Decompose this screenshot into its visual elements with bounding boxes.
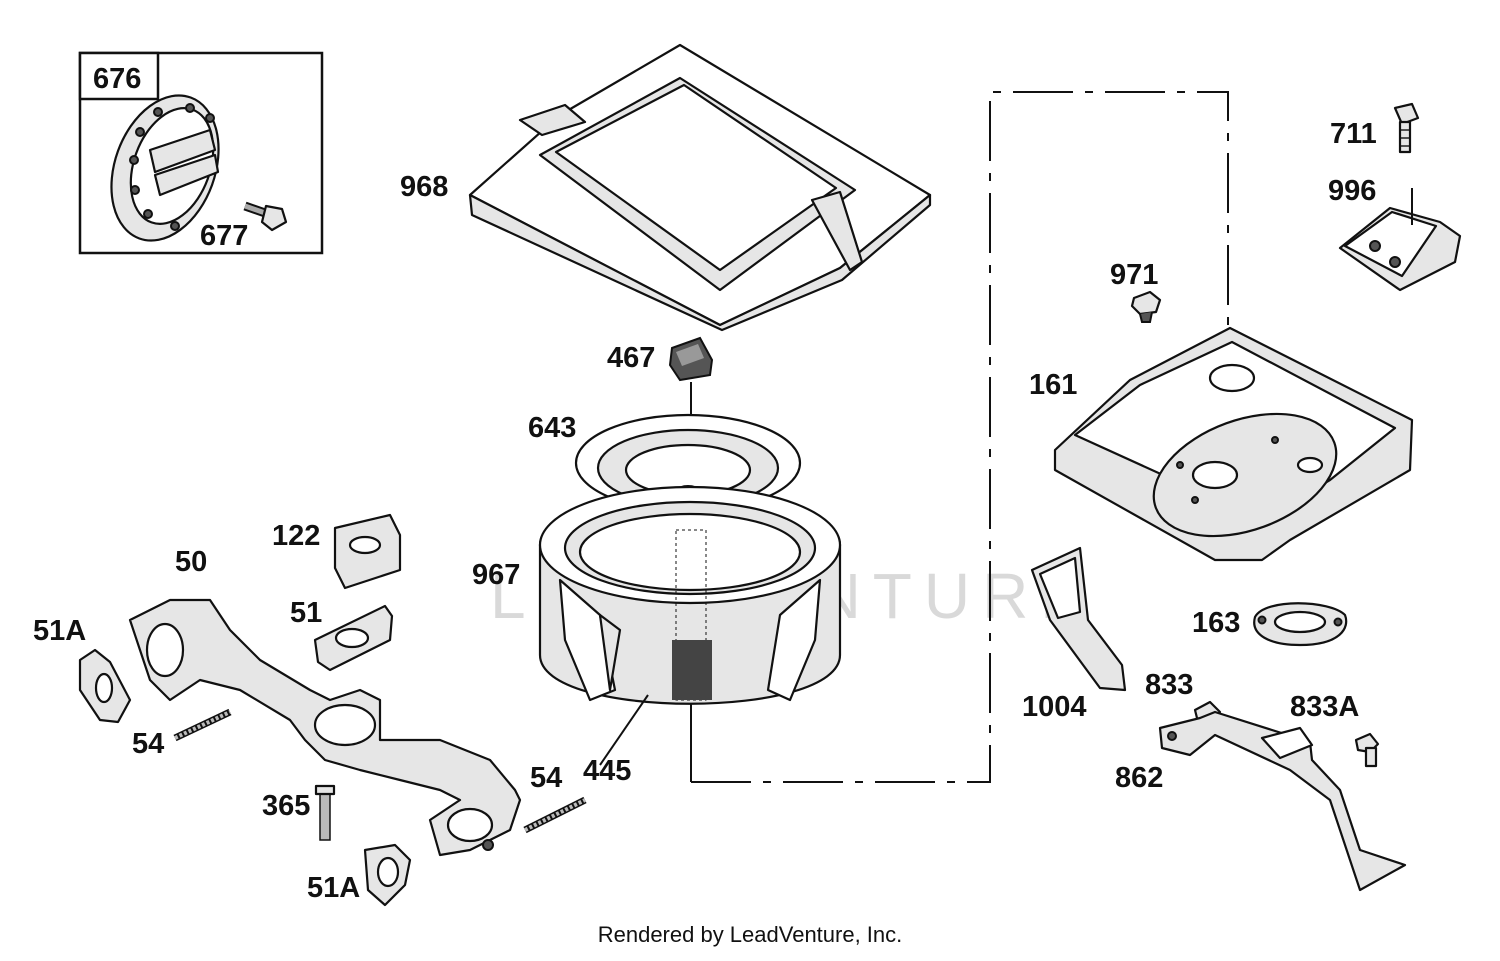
- part-365-screw[interactable]: [314, 784, 336, 841]
- label-51: 51: [290, 597, 322, 629]
- label-54-right: 54: [530, 762, 562, 794]
- part-54-stud-left[interactable]: [173, 708, 232, 742]
- part-467-wingnut[interactable]: [668, 336, 714, 382]
- label-50: 50: [175, 546, 207, 578]
- label-163: 163: [1192, 607, 1240, 639]
- label-467: 467: [607, 342, 655, 374]
- label-51a-bottom: 51A: [307, 872, 360, 904]
- label-862: 862: [1115, 762, 1163, 794]
- part-971-nut[interactable]: [1130, 290, 1162, 323]
- label-365: 365: [262, 790, 310, 822]
- part-677-bolt[interactable]: [243, 201, 288, 232]
- inset-box-676: [78, 51, 324, 255]
- part-967-precleaner[interactable]: [538, 485, 842, 705]
- part-643-plate[interactable]: [574, 413, 802, 513]
- part-161-base[interactable]: [1053, 326, 1414, 562]
- label-968: 968: [400, 171, 448, 203]
- footer-credit: Rendered by LeadVenture, Inc.: [597, 922, 903, 947]
- part-122-spacer[interactable]: [333, 513, 402, 590]
- part-862-bracket[interactable]: [1158, 710, 1407, 892]
- label-833: 833: [1145, 669, 1193, 701]
- part-51a-gasket-top[interactable]: [78, 648, 132, 724]
- part-676-flange[interactable]: [92, 80, 237, 255]
- label-971: 971: [1110, 259, 1158, 291]
- part-833a-bolt[interactable]: [1354, 732, 1380, 768]
- part-1004-deflector[interactable]: [1030, 546, 1127, 692]
- label-122: 122: [272, 520, 320, 552]
- label-445: 445: [583, 755, 631, 787]
- part-968-cover[interactable]: [468, 43, 932, 332]
- label-643: 643: [528, 412, 576, 444]
- label-1004: 1004: [1022, 691, 1087, 723]
- label-711: 711: [1330, 118, 1377, 150]
- part-996-bracket[interactable]: [1338, 188, 1462, 292]
- connector-lines: [691, 91, 1229, 783]
- part-51-gasket[interactable]: [313, 604, 394, 672]
- label-833a: 833A: [1290, 691, 1359, 723]
- label-51a-top: 51A: [33, 615, 86, 647]
- label-677: 677: [200, 220, 248, 252]
- label-161: 161: [1029, 369, 1077, 401]
- label-676: 676: [93, 63, 141, 95]
- part-51a-gasket-bottom[interactable]: [363, 843, 412, 907]
- label-54-left: 54: [132, 728, 164, 760]
- label-967: 967: [472, 559, 520, 591]
- label-996: 996: [1328, 175, 1376, 207]
- part-711-bolt[interactable]: [1393, 102, 1420, 154]
- part-163-gasket[interactable]: [1253, 602, 1348, 647]
- leader-445: [599, 694, 649, 766]
- part-50-manifold[interactable]: [128, 598, 522, 857]
- part-54-stud-right[interactable]: [523, 796, 587, 834]
